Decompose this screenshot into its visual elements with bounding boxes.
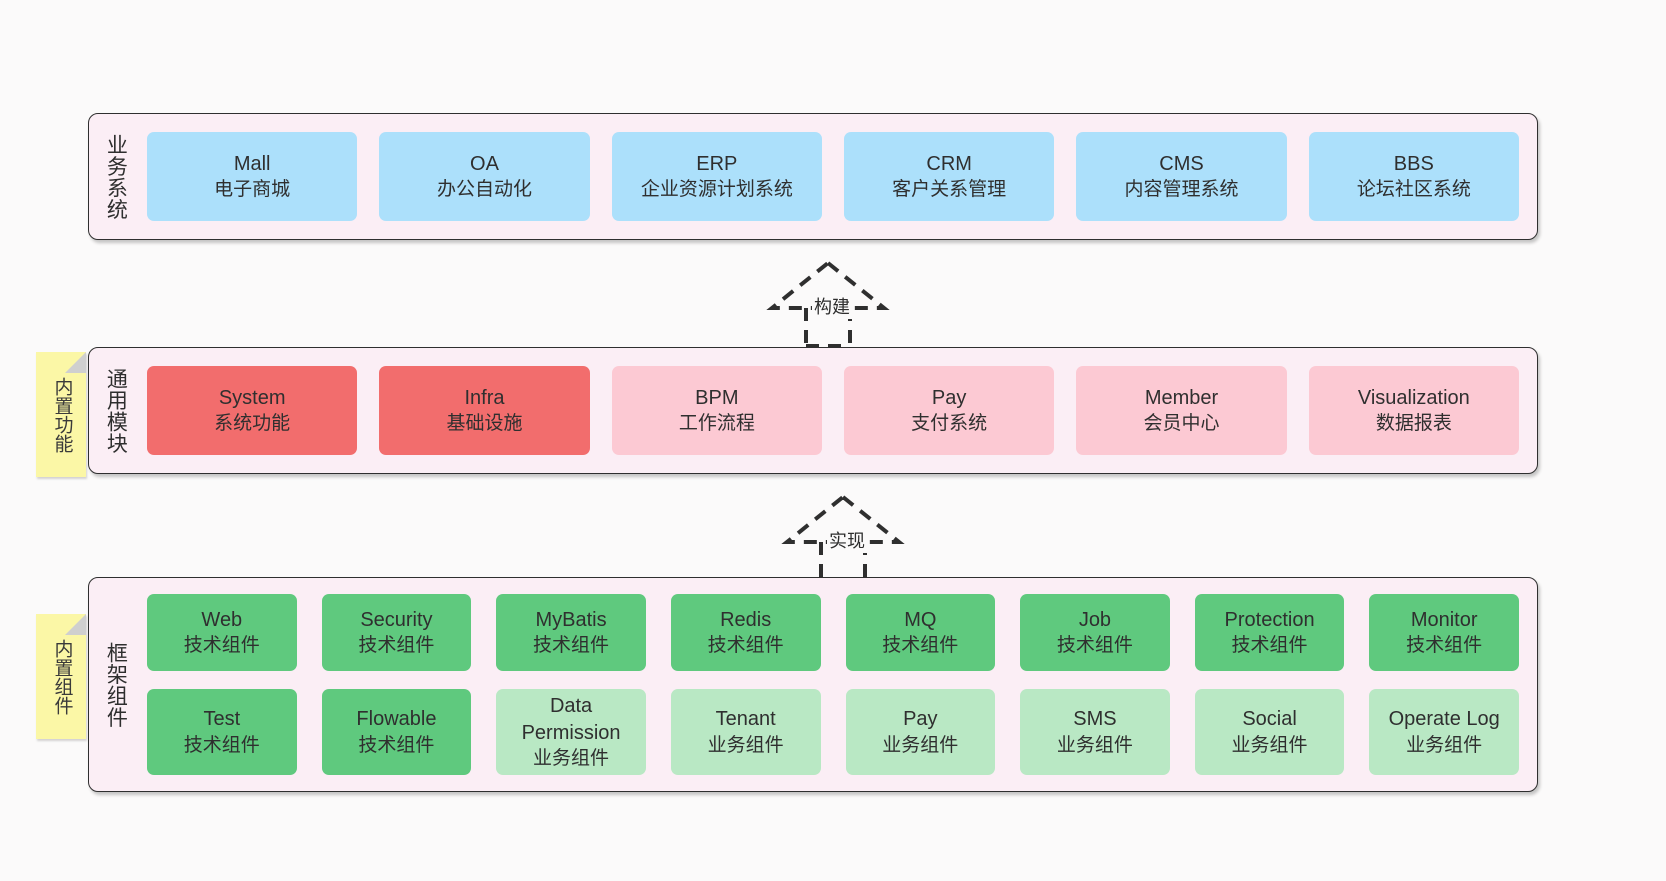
card-framework-component[interactable]: MyBatis 技术组件: [496, 594, 646, 672]
card-title-en: Protection: [1224, 608, 1315, 631]
card-title-cn: 业务组件: [707, 734, 784, 756]
card-framework-component[interactable]: Data Permission 业务组件: [496, 689, 646, 775]
layer-business-systems: 业务系统 Mall 电子商城 OA 办公自动化 ERP 企业资源计划系统 CRM 客户关系管理…: [88, 113, 1538, 240]
card-title-cn: 支付系统: [911, 413, 988, 435]
card-title-cn: 企业资源计划系统: [640, 179, 793, 201]
card-common-module[interactable]: Visualization 数据报表: [1308, 366, 1519, 455]
card-title-cn: 技术组件: [882, 635, 959, 657]
card-title-cn: 技术组件: [1231, 635, 1308, 657]
card-title-cn: 技术组件: [358, 635, 435, 657]
card-framework-component[interactable]: Job 技术组件: [1020, 594, 1170, 672]
card-title-cn: 办公自动化: [436, 179, 532, 201]
card-title-en: Data Permission: [521, 695, 621, 744]
card-title-en: CMS: [1159, 152, 1204, 175]
card-title-cn: 技术组件: [1056, 635, 1133, 657]
card-title-en: CRM: [926, 152, 972, 175]
card-common-module[interactable]: Pay 支付系统: [843, 366, 1055, 455]
card-title-cn: 业务组件: [1056, 734, 1133, 756]
card-title-cn: 技术组件: [533, 635, 610, 657]
card-title-en: Pay: [903, 708, 938, 731]
sticky-note-builtin-features: 内置功能: [36, 352, 86, 477]
card-title-en: BPM: [695, 386, 739, 409]
layer-body-common-modules: System 系统功能 Infra 基础设施 BPM 工作流程 Pay 支付系统 Member 会…: [141, 348, 1537, 473]
card-title-cn: 业务组件: [1231, 734, 1308, 756]
card-title-en: Member: [1144, 386, 1219, 409]
card-title-en: MyBatis: [535, 608, 607, 631]
card-framework-component[interactable]: Flowable 技术组件: [321, 689, 472, 775]
card-framework-component[interactable]: Test 技术组件: [147, 689, 297, 775]
card-common-module[interactable]: Infra 基础设施: [379, 366, 590, 455]
card-business-system[interactable]: OA 办公自动化: [379, 132, 590, 221]
card-title-en: Tenant: [715, 708, 776, 731]
card-business-system[interactable]: BBS 论坛社区系统: [1308, 132, 1519, 221]
connector-build-label: 构建: [812, 293, 852, 319]
card-framework-component[interactable]: Web 技术组件: [147, 594, 297, 672]
layer-title-framework-components: 框架组件: [104, 641, 128, 728]
card-framework-component[interactable]: Redis 技术组件: [670, 594, 821, 672]
card-title-cn: 技术组件: [707, 635, 784, 657]
card-title-cn: 客户关系管理: [892, 179, 1007, 201]
card-title-cn: 论坛社区系统: [1356, 179, 1471, 201]
card-title-en: Infra: [464, 386, 505, 409]
card-title-en: System: [218, 386, 286, 409]
card-title-en: Social: [1242, 708, 1297, 731]
card-title-en: Pay: [931, 386, 967, 409]
card-title-en: SMS: [1073, 708, 1117, 731]
card-title-cn: 电子商城: [214, 179, 291, 201]
card-title-en: ERP: [696, 152, 738, 175]
card-title-en: Operate Log: [1388, 708, 1500, 731]
card-title-cn: 业务组件: [533, 747, 610, 769]
card-framework-component[interactable]: Security 技术组件: [321, 594, 472, 672]
card-common-module[interactable]: Member 会员中心: [1076, 366, 1287, 455]
card-framework-component[interactable]: MQ 技术组件: [845, 594, 996, 672]
layer-title-common-modules: 通用模块: [104, 367, 128, 454]
card-title-en: Web: [201, 608, 243, 631]
card-framework-component[interactable]: Pay 业务组件: [845, 689, 996, 775]
card-framework-component[interactable]: Operate Log 业务组件: [1369, 689, 1519, 775]
card-title-en: Visualization: [1357, 386, 1470, 409]
card-title-cn: 业务组件: [882, 734, 959, 756]
sticky-note-builtin-components: 内置组件: [36, 614, 86, 739]
card-title-en: Monitor: [1410, 608, 1478, 631]
card-business-system[interactable]: Mall 电子商城: [147, 132, 358, 221]
card-framework-component[interactable]: Social 业务组件: [1194, 689, 1345, 775]
card-business-system[interactable]: CRM 客户关系管理: [843, 132, 1055, 221]
card-framework-component[interactable]: SMS 业务组件: [1020, 689, 1170, 775]
card-framework-component[interactable]: Monitor 技术组件: [1369, 594, 1519, 672]
layer-title-business-systems: 业务系统: [104, 133, 128, 220]
card-title-en: OA: [470, 152, 499, 175]
card-title-en: Test: [203, 708, 241, 731]
card-title-cn: 数据报表: [1375, 413, 1452, 435]
card-title-cn: 技术组件: [1406, 635, 1483, 657]
layer-body-business-systems: Mall 电子商城 OA 办公自动化 ERP 企业资源计划系统 CRM 客户关系管理 CMS 内容…: [141, 114, 1537, 239]
card-title-en: Flowable: [356, 708, 437, 731]
card-title-en: Redis: [720, 608, 772, 631]
card-title-en: MQ: [904, 608, 937, 631]
card-title-cn: 会员中心: [1143, 413, 1220, 435]
card-title-cn: 内容管理系统: [1124, 179, 1239, 201]
card-title-cn: 技术组件: [183, 734, 260, 756]
card-common-module[interactable]: System 系统功能: [147, 366, 358, 455]
card-title-en: Job: [1078, 608, 1112, 631]
card-framework-component[interactable]: Protection 技术组件: [1194, 594, 1345, 672]
card-title-en: Security: [360, 608, 433, 631]
layer-common-modules: 通用模块 System 系统功能 Infra 基础设施 BPM 工作流程 Pay 支付系统 Me…: [88, 347, 1538, 474]
card-title-en: BBS: [1393, 152, 1434, 175]
card-title-cn: 业务组件: [1406, 734, 1483, 756]
card-framework-component[interactable]: Tenant 业务组件: [670, 689, 821, 775]
card-business-system[interactable]: ERP 企业资源计划系统: [611, 132, 822, 221]
connector-implement-label: 实现: [827, 527, 867, 553]
card-title-cn: 基础设施: [446, 413, 523, 435]
card-title-cn: 系统功能: [214, 413, 291, 435]
card-title-cn: 技术组件: [358, 734, 435, 756]
card-common-module[interactable]: BPM 工作流程: [611, 366, 822, 455]
card-title-cn: 技术组件: [183, 635, 260, 657]
card-title-en: Mall: [233, 152, 271, 175]
card-business-system[interactable]: CMS 内容管理系统: [1076, 132, 1287, 221]
card-title-cn: 工作流程: [678, 413, 755, 435]
